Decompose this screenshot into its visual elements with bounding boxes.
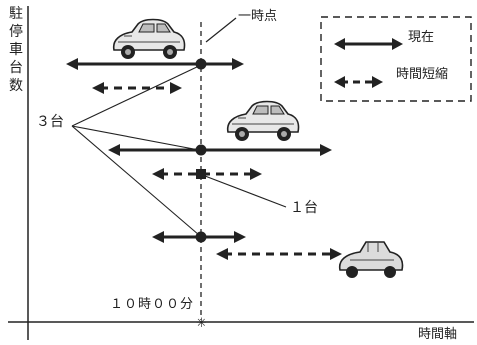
arrowhead-left <box>216 248 228 260</box>
y-axis-label-char: 駐 <box>9 6 23 22</box>
leader-line <box>72 126 199 235</box>
leader-line <box>72 66 199 126</box>
arrowhead-right <box>330 248 342 260</box>
car-icon <box>340 242 403 278</box>
moment-leader-line <box>206 18 236 42</box>
leader-line <box>72 126 199 150</box>
arrowhead-right <box>392 38 403 50</box>
time-point-dot <box>196 59 207 70</box>
y-axis-label-char: 台 <box>9 60 23 76</box>
arrowhead-right <box>234 231 246 243</box>
leader-line <box>205 176 286 207</box>
arrowhead-left <box>152 168 164 180</box>
arrowhead-left <box>334 38 345 50</box>
legend-box <box>321 17 471 101</box>
arrowhead-left <box>108 144 120 156</box>
legend-shortened-label: 時間短縮 <box>396 66 448 82</box>
car-icon <box>228 102 299 142</box>
one-car-label: １台 <box>290 200 318 216</box>
time-label: １０時００分 <box>110 297 194 312</box>
arrowhead-left <box>92 82 104 94</box>
arrowhead-left <box>334 76 345 88</box>
y-axis-label-char: 停 <box>9 23 23 40</box>
y-axis-label-char: 数 <box>9 78 23 94</box>
x-axis-label: 時間軸 <box>418 327 457 342</box>
arrowhead-left <box>152 231 164 243</box>
time-point-square <box>196 169 206 179</box>
legend-current-label: 現在 <box>408 30 434 45</box>
arrowhead-right <box>170 82 182 94</box>
arrowhead-right <box>250 168 262 180</box>
y-axis-label-char: 車 <box>9 41 23 58</box>
three-cars-label: ３台 <box>36 114 64 130</box>
arrowhead-right <box>372 76 383 88</box>
arrowhead-right <box>232 58 244 70</box>
x-axis-tick-mark: ✳ <box>196 316 207 331</box>
car-icon <box>114 20 185 60</box>
arrowhead-right <box>320 144 332 156</box>
arrowhead-left <box>66 58 78 70</box>
moment-label: 一時点 <box>238 9 277 24</box>
